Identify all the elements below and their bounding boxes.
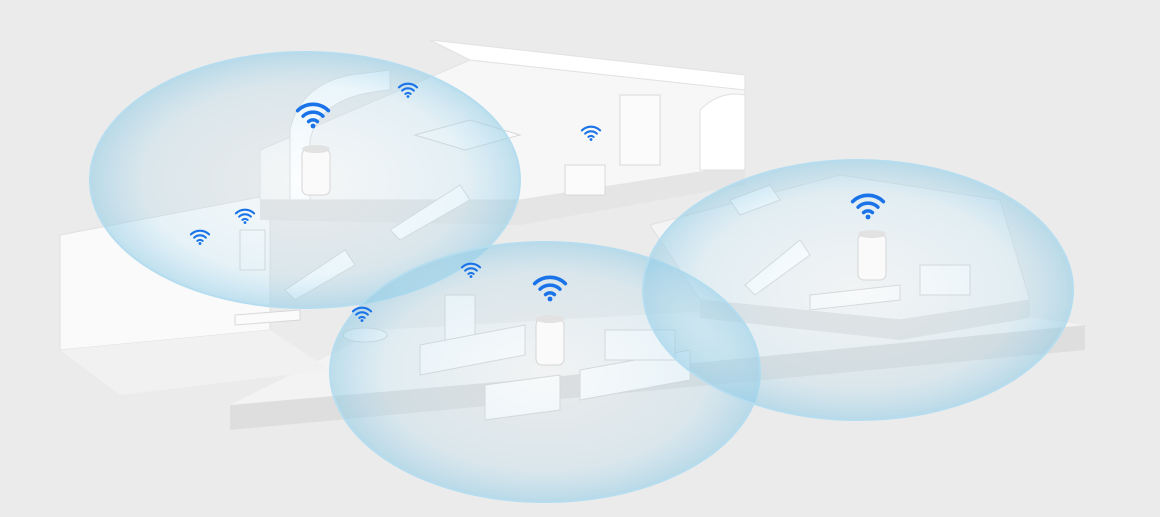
coverage-zone xyxy=(642,159,1074,421)
mesh-router-icon xyxy=(535,314,565,366)
mesh-router-icon xyxy=(301,144,331,196)
mesh-router-icon xyxy=(857,229,887,281)
